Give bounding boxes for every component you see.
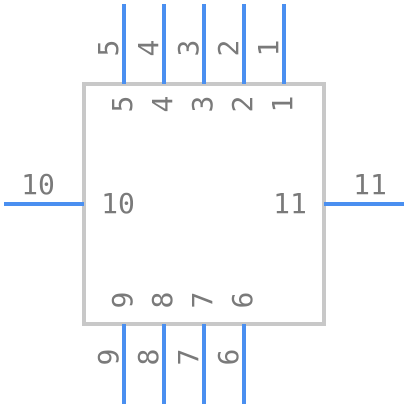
pin-number-outer-10: 10 — [21, 168, 55, 201]
pin-number-outer-6: 6 — [212, 349, 245, 366]
pin-number-inner-7: 7 — [186, 292, 219, 309]
pin-number-outer-8: 8 — [132, 349, 165, 366]
pin-number-outer-5: 5 — [92, 40, 125, 57]
pin-number-outer-11: 11 — [353, 168, 387, 201]
pin-number-inner-3: 3 — [186, 96, 219, 113]
pin-number-inner-4: 4 — [146, 96, 179, 113]
pin-number-inner-5: 5 — [106, 96, 139, 113]
pin-number-inner-10: 10 — [101, 187, 135, 220]
pin-number-inner-2: 2 — [226, 96, 259, 113]
pin-number-outer-7: 7 — [172, 349, 205, 366]
pin-number-inner-11: 11 — [273, 187, 307, 220]
pin-number-inner-8: 8 — [146, 292, 179, 309]
pin-number-inner-9: 9 — [106, 292, 139, 309]
pin-number-outer-9: 9 — [92, 349, 125, 366]
pin-number-inner-1: 1 — [266, 96, 299, 113]
pin-number-inner-6: 6 — [226, 292, 259, 309]
pin-number-outer-1: 1 — [252, 40, 285, 57]
pin-number-outer-4: 4 — [132, 40, 165, 57]
pin-number-outer-3: 3 — [172, 40, 205, 57]
pin-number-outer-2: 2 — [212, 40, 245, 57]
